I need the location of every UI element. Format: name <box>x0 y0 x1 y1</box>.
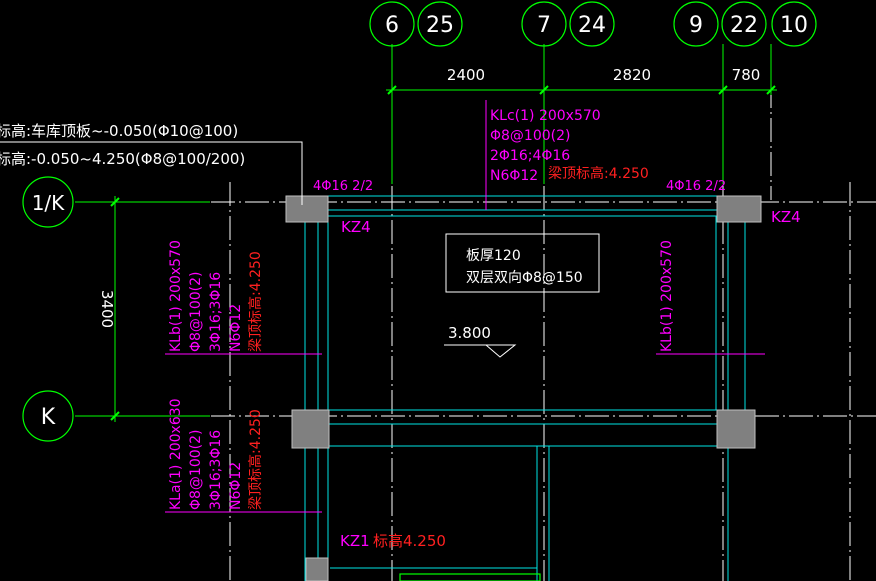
bottom-slab-edge <box>399 573 541 581</box>
dimension-lines <box>75 44 777 422</box>
columns <box>285 195 762 581</box>
kla-beam-name: KLa(1) 200x630 <box>168 398 184 510</box>
klc-elevation: 梁顶标高:4.250 <box>548 165 649 182</box>
klc-long-rebar: 2Φ16;4Φ16 <box>490 148 570 164</box>
rebar-left-top: 4Φ16 2/2 <box>313 179 373 194</box>
axis-bubble-k: K <box>41 405 56 430</box>
kla-stirrup: Φ8@100(2) <box>188 430 204 510</box>
dimension-2400: 2400 <box>447 66 485 84</box>
klb-left-side-rebar: N6Φ12 <box>228 304 244 352</box>
slab-label-box <box>445 233 600 293</box>
axis-bubble-10: 10 <box>780 13 808 38</box>
note-line-2: 标高:-0.050~4.250(Φ8@100/200) <box>0 150 245 168</box>
dimension-780: 780 <box>732 66 761 84</box>
axis-bubble-24: 24 <box>578 13 606 38</box>
axis-bubble-22: 22 <box>730 13 758 38</box>
column-kz4-right: KZ4 <box>771 208 801 226</box>
note-line-1: 标高:车库顶板~-0.050(Φ10@100) <box>0 122 238 140</box>
klb-left-long-rebar: 3Φ16;3Φ16 <box>208 272 224 352</box>
axis-bubbles <box>22 1 817 442</box>
klb-left-elevation: 梁顶标高:4.250 <box>247 251 264 352</box>
kz1-elevation: 标高4.250 <box>373 532 446 550</box>
kla-elevation: 梁顶标高:4.250 <box>247 409 264 510</box>
klb-left-beam-name: KLb(1) 200x570 <box>168 240 184 352</box>
klb-left-stirrup: Φ8@100(2) <box>188 272 204 352</box>
slab-rebar: 双层双向Φ8@150 <box>466 270 583 286</box>
axis-bubble-7: 7 <box>537 13 551 38</box>
axis-bubble-9: 9 <box>689 13 703 38</box>
dimension-2820: 2820 <box>613 66 651 84</box>
klc-side-rebar: N6Φ12 <box>490 168 538 184</box>
klc-stirrup: Φ8@100(2) <box>490 128 570 144</box>
note-leader <box>0 141 303 205</box>
column-kz1: KZ1 <box>340 532 370 550</box>
beam-outlines <box>304 195 746 581</box>
elevation-symbol <box>444 344 517 358</box>
slab-thickness: 板厚120 <box>466 248 521 264</box>
column-kz4-left: KZ4 <box>341 218 371 236</box>
dimension-ticks <box>110 85 776 421</box>
klc-beam-name: KLc(1) 200x570 <box>490 108 601 124</box>
axis-bubble-25: 25 <box>426 13 454 38</box>
kla-side-rebar: N6Φ12 <box>228 462 244 510</box>
axis-bubble-1-k: 1/K <box>32 191 65 215</box>
rebar-right-top: 4Φ16 2/2 <box>666 179 726 194</box>
beam-leaders <box>165 100 765 513</box>
slab-elevation: 3.800 <box>448 324 491 342</box>
kla-long-rebar: 3Φ16;3Φ16 <box>208 430 224 510</box>
axis-bubble-6: 6 <box>385 13 399 38</box>
dimension-3400: 3400 <box>98 290 116 328</box>
klb-right-beam-name: KLb(1) 200x570 <box>659 240 675 352</box>
